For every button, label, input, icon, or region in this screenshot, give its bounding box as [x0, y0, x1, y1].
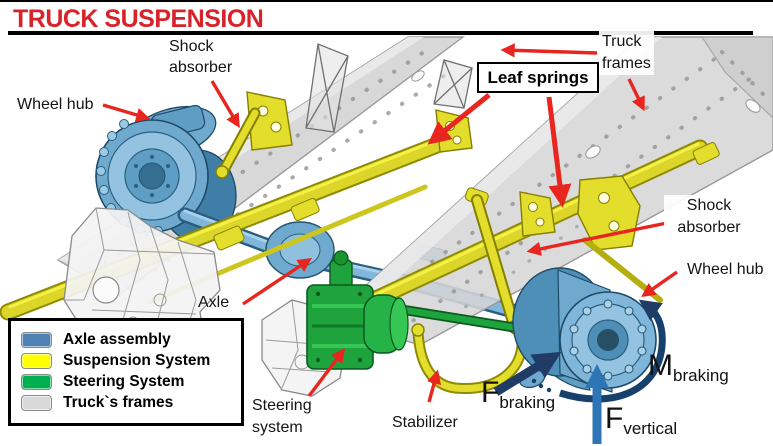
wheel-hub-right-graphic: [512, 267, 657, 393]
top-border-line: [0, 0, 773, 2]
arrow-stabilizer: [427, 369, 442, 403]
legend-item-suspension-system: Suspension System: [21, 352, 233, 370]
legend-swatch-green: [21, 374, 52, 390]
page-title: TRUCK SUSPENSION: [13, 5, 264, 33]
force-arrows: [493, 299, 666, 444]
label-wheel-hub-right: Wheel hub: [684, 259, 767, 280]
legend-swatch-gray: [21, 395, 52, 411]
legend-item-steering-system: Steering System: [21, 373, 233, 391]
label-stabilizer: Stabilizer: [392, 414, 458, 431]
arrow-leaf-springs-1: [427, 93, 491, 145]
shock-absorber-left-graphic: [215, 91, 293, 179]
arrow-axle: [242, 258, 312, 306]
annotation-arrows: [102, 43, 678, 403]
legend: Axle assembly Suspension System Steering…: [8, 318, 244, 426]
legend-item-axle-assembly: Axle assembly: [21, 331, 233, 349]
label-steering-system: Steering system: [252, 397, 312, 436]
title-underline: [8, 31, 753, 35]
label-leaf-springs: Leaf springs: [477, 62, 599, 93]
legend-item-trucks-frames: Truck`s frames: [21, 394, 233, 412]
label-truck-frames: Truck frames: [599, 31, 654, 75]
crossmember-truss: [305, 43, 473, 133]
f-braking-arrow: [493, 351, 562, 396]
legend-swatch-yellow: [21, 353, 52, 369]
label-axle: Axle: [198, 294, 230, 311]
label-m-braking: Mbraking: [648, 349, 729, 386]
arrow-leaf-springs-2: [546, 96, 572, 208]
f-vertical-arrow: [585, 364, 609, 444]
label-f-vertical: Fvertical: [605, 402, 678, 439]
arrow-truck-frames-1: [500, 43, 598, 58]
label-shock-absorber-top: Shock absorber: [169, 38, 233, 76]
label-f-braking: Fbraking: [481, 376, 556, 413]
arrow-wheel-hub-right: [641, 270, 678, 298]
arrow-shock-absorber-top: [210, 80, 240, 129]
legend-swatch-blue: [21, 332, 52, 348]
label-wheel-hub-left: Wheel hub: [17, 96, 94, 113]
arrow-truck-frames-2: [627, 78, 645, 112]
label-shock-absorber-right: Shock absorber: [664, 195, 754, 239]
arrow-wheel-hub-left: [102, 103, 151, 122]
arrow-steering-system: [307, 348, 346, 398]
arrow-shock-absorber-right: [526, 221, 668, 256]
